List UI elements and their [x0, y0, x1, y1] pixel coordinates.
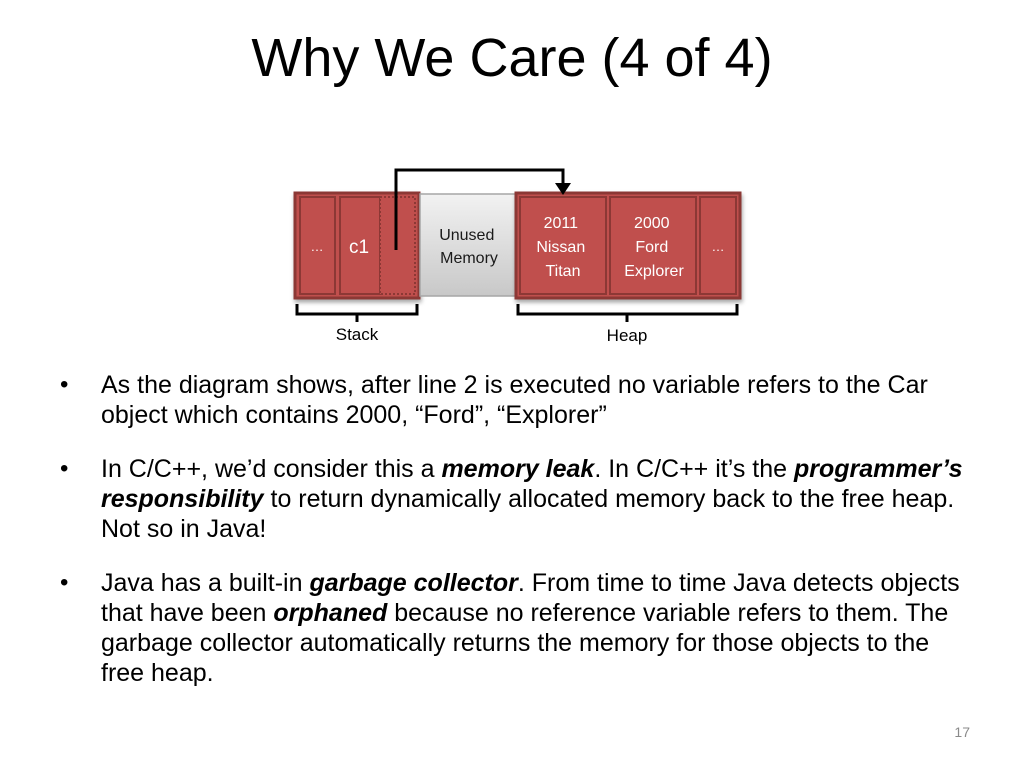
nissan-titan-label: 2011 Nissan Titan	[536, 215, 589, 280]
bullet-item: • As the diagram shows, after line 2 is …	[60, 370, 965, 430]
memory-cell-stack-ellipsis	[299, 196, 336, 295]
cell-label-c1: c1	[349, 237, 369, 258]
unused-memory-block	[419, 193, 518, 297]
heap-block	[514, 191, 742, 300]
page-number: 17	[954, 724, 970, 740]
bullet-text-run: As the diagram shows, after line 2 is ex…	[101, 371, 928, 429]
cell-label-stack-ellipsis: …	[311, 239, 324, 254]
emphasis-garbage-collector: garbage collector	[309, 569, 518, 597]
stack-label: Stack	[336, 325, 379, 344]
memory-cell-c1	[339, 196, 381, 295]
stack-brace	[295, 304, 419, 322]
memory-cell-heap-ellipsis	[699, 196, 737, 295]
memory-cell-nissan-titan	[519, 196, 607, 295]
bullet-text-run: In C/C++, we’d consider this a	[101, 455, 442, 483]
memory-diagram: … c1 Unused Memory 2011 Nissan Titan 200…	[293, 168, 742, 345]
cell-label-heap-ellipsis: …	[712, 239, 725, 254]
bullet-text-run: . In C/C++ it’s the	[594, 455, 794, 483]
emphasis-orphaned: orphaned	[273, 599, 388, 627]
emphasis-programmer-responsibility: programmer’s responsibility	[101, 455, 963, 513]
bullet-text-run: Java has a built-in	[101, 569, 310, 597]
bullet-text: Java has a built-in garbage collector. F…	[101, 568, 965, 688]
slide-title: Why We Care (4 of 4)	[251, 28, 773, 88]
heap-brace	[516, 304, 739, 322]
bullet-text-run: . From time to time Java detects objects…	[101, 569, 960, 627]
ford-explorer-label: 2000 Ford Explorer	[624, 215, 684, 280]
emphasis-memory-leak: memory leak	[441, 455, 595, 483]
bullet-item: • In C/C++, we’d consider this a memory …	[60, 454, 965, 544]
bullet-text: As the diagram shows, after line 2 is ex…	[101, 370, 965, 430]
bullet-text-run: to return dynamically allocated memory b…	[101, 485, 955, 543]
bullet-text-run: because no reference variable refers to …	[101, 599, 949, 687]
bullet-dot: •	[60, 569, 69, 596]
heap-label: Heap	[607, 326, 648, 345]
reference-arrow	[394, 168, 565, 250]
bullet-dot: •	[60, 371, 69, 398]
arrow-head	[555, 183, 571, 195]
unused-memory-label: Unused Memory	[439, 227, 499, 267]
memory-cell-ford-explorer	[609, 196, 697, 295]
bullet-text: In C/C++, we’d consider this a memory le…	[101, 454, 965, 544]
bullet-list: • As the diagram shows, after line 2 is …	[60, 370, 965, 712]
bullet-dot: •	[60, 455, 69, 482]
bullet-item: • Java has a built-in garbage collector.…	[60, 568, 965, 688]
